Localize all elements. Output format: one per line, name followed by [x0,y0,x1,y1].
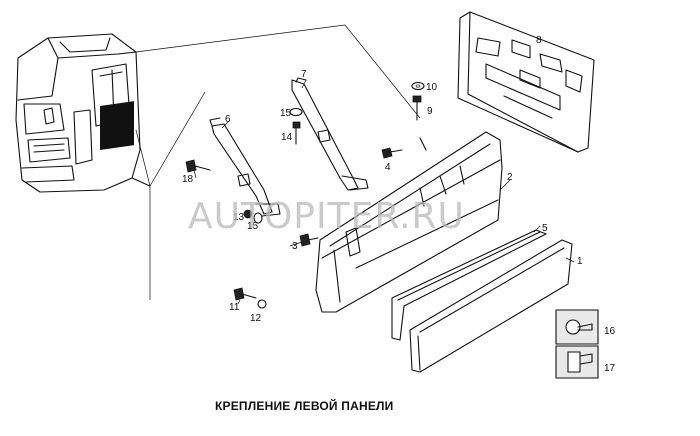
cover-panel-part-1 [409,239,573,373]
callout-15-side: 15 [247,221,259,232]
callout-7: 7 [301,69,307,80]
callout-3: 3 [292,241,298,252]
callout-6: 6 [225,114,231,125]
callout-10: 10 [426,82,438,93]
callout-11: 11 [229,302,240,313]
callout-leaders [193,79,575,305]
callout-18: 18 [182,174,194,185]
callout-2: 2 [507,172,513,183]
callout-16: 16 [604,326,616,337]
fastener-12-nut [257,299,267,309]
callout-15-top: 15 [280,108,292,119]
fastener-15-washer-top [289,107,303,117]
bracket-part-6 [209,117,281,217]
fastener-13-nut [243,209,253,219]
assembly-leader-right [344,24,421,119]
callout-13: 13 [233,212,245,223]
fastener-4-bolt [381,147,403,159]
fastener-11-bolt [233,287,257,301]
fastener-9-bolt [412,95,422,121]
main-panel-part-2 [315,131,503,313]
mounting-plate-part-8 [457,11,595,153]
callout-17: 17 [604,363,616,374]
bracket-part-7 [291,77,369,191]
fastener-3-bolt [299,233,319,247]
fastener-10-washer [411,81,425,91]
callout-14: 14 [281,132,293,143]
fastener-18-bolt [185,159,211,173]
callout-5: 5 [542,223,548,234]
callout-1: 1 [577,256,583,267]
detail-box-17 [555,345,599,379]
callout-8: 8 [536,35,542,46]
detail-box-16 [555,309,599,345]
cab-leader-top [135,24,346,53]
callout-9: 9 [427,106,433,117]
diagram-title: КРЕПЛЕНИЕ ЛЕВОЙ ПАНЕЛИ [215,398,394,413]
fastener-14-bolt [292,121,301,145]
fastener-15-washer-side [253,212,263,224]
callout-12: 12 [250,313,262,324]
watermark-text: AUTOPITER.RU [188,196,465,237]
callout-4: 4 [385,162,391,173]
left-panel-highlight [100,101,134,150]
truck-cab-illustration [15,33,151,193]
